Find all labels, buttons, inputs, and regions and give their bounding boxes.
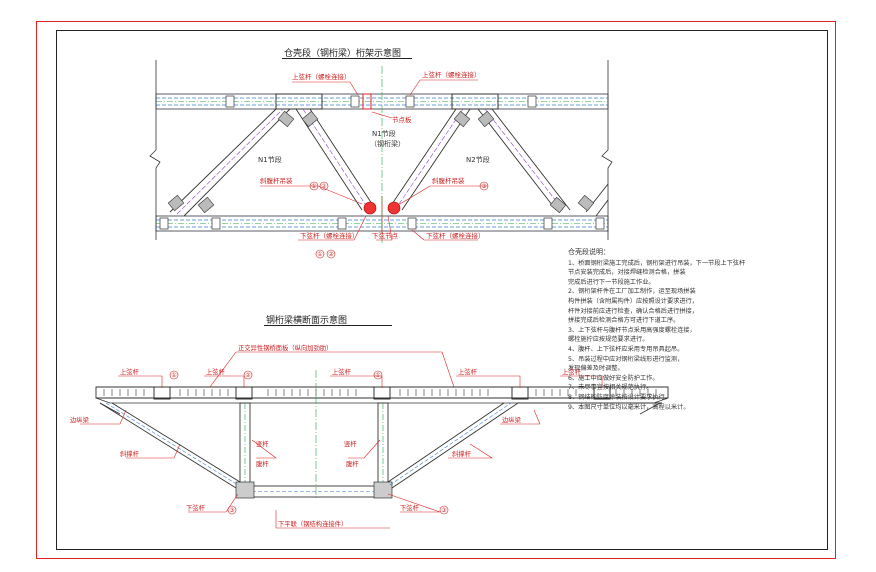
circle-ref-a: ①	[311, 183, 316, 190]
upper-bolt-groups	[225, 95, 537, 108]
upper-chord-left-label: 上弦杆（螺栓连接）	[292, 72, 351, 81]
note-line: 构件拼装（含附属构件）应按照设计要求进行，	[568, 297, 698, 305]
section-title: 钢桁梁横断面示意图	[266, 316, 348, 326]
lower-left-label: 下弦杆（螺栓连接）	[300, 231, 359, 240]
deck-callout-label: 正交异性钢桥面板（纵向加劲肋）	[238, 343, 332, 352]
center-panel-sub-label: （钢桁梁）	[370, 139, 405, 148]
lower-right-label: 下弦杆（螺栓连接）	[426, 231, 485, 240]
top-right-b-label: 上弦杆	[458, 367, 478, 376]
section-bottom-nodes	[235, 481, 393, 499]
inner-right-label: 腹杆	[346, 459, 359, 468]
top-left-b-label: 上弦杆	[206, 367, 226, 376]
diagonal-axes	[176, 108, 564, 215]
side-right-label: 边纵梁	[502, 415, 522, 424]
left-break-line	[149, 60, 161, 240]
gusset-nodes	[167, 110, 595, 214]
lower-bolt-groups	[159, 217, 605, 230]
note-line: 8、钢结构防腐涂装按设计要求执行。	[568, 393, 671, 401]
lower-mid-label: 下弦节点	[372, 231, 399, 240]
note-line: 发现偏差及时调整。	[568, 365, 624, 373]
web-left-label: 斜撑杆	[120, 449, 140, 458]
right-panel-label: N2节段	[466, 155, 490, 164]
note-line: 螺栓施拧应按规范要求进行。	[568, 336, 649, 344]
note-line: 1、桥面钢桁梁施工完成后，钢桁架进行吊装，下一节段上下弦杆	[568, 259, 746, 267]
panel-labels: N1节段 N1节段 （钢桁梁） N2节段	[258, 129, 490, 164]
upper-splice-marker	[362, 93, 372, 110]
note-line: 2、钢桁架杆件在工厂加工制作，运至现场拼装	[568, 288, 696, 296]
outer-border	[36, 21, 836, 559]
cross-section: 正交异性钢桥面板（纵向加劲肋） 上弦杆 上弦杆 上弦杆 上弦杆 上弦杆 边纵梁 …	[70, 343, 669, 529]
web-axes	[105, 402, 512, 486]
top-view-circles: ① ② ③ ① ②	[309, 181, 489, 259]
side-right-top-label: 上弦杆	[562, 367, 582, 376]
left-panel-label: N1节段	[258, 155, 282, 164]
section-circle-d: ③	[229, 507, 234, 514]
section-circles: ① ② ① ③ ③	[169, 370, 449, 515]
note-line: 节点安装完成后，对接焊缝检测合格，拼装	[568, 269, 686, 277]
note-line: 9、本图尺寸单位均以毫米计，高程以米计。	[568, 403, 690, 411]
section-leaders	[80, 351, 603, 529]
top-view-leaders	[260, 79, 488, 241]
deck-ribs	[103, 389, 657, 396]
note-line: 5、吊装过程中应对钢桁梁线形进行监测，	[568, 355, 684, 363]
inner-border	[56, 30, 828, 550]
note-line: 6、施工中应做好安全防护工作。	[568, 374, 659, 382]
top-view: 上弦杆（螺栓连接） 上弦杆（螺栓连接） 节点板 斜腹杆吊装 斜腹杆吊装 下弦杆（…	[149, 60, 613, 259]
section-circle-b: ②	[245, 372, 251, 379]
construction-notes: 仓壳段说明： 1、桥面钢桁梁施工完成后，钢桁架进行吊装，下一节段上下弦杆 节点安…	[568, 248, 830, 412]
top-view-labels: 上弦杆（螺栓连接） 上弦杆（螺栓连接） 节点板 斜腹杆吊装 斜腹杆吊装 下弦杆（…	[260, 70, 485, 240]
note-line: 7、未尽事宜按相关规范执行。	[568, 384, 653, 392]
inner-left-label: 腹杆	[256, 459, 269, 468]
small-joint-label: 节点板	[392, 115, 412, 124]
note-line: 拼接完成后检测合格方可进行下道工序。	[568, 317, 680, 325]
bottom-left-label: 下弦杆	[186, 503, 206, 512]
note-line: 完成后进行下一节段施工作业。	[568, 278, 655, 286]
section-title-underline	[264, 325, 392, 326]
bottom-right-label: 下弦杆	[400, 503, 420, 512]
circle-ref-b: ②	[321, 183, 327, 190]
diag-right-label: 斜腹杆吊装	[432, 176, 465, 185]
section-inclined-webs	[99, 402, 662, 489]
bottom-mid-label: 下平联（钢结构连接件）	[278, 519, 347, 528]
note-line: 杆件对接前应进行检查，确认合格后进行拼接，	[568, 307, 698, 315]
mid-left-label: 竖杆	[256, 439, 269, 448]
section-labels: 正交异性钢桥面板（纵向加劲肋） 上弦杆 上弦杆 上弦杆 上弦杆 上弦杆 边纵梁 …	[70, 343, 582, 528]
circle-ref-c: ③	[481, 183, 486, 190]
right-break-line	[601, 60, 613, 240]
circle-ref-e: ②	[328, 251, 334, 258]
web-right-label: 斜撑杆	[452, 449, 472, 458]
diag-left-label: 斜腹杆吊装	[260, 176, 293, 185]
section-circle-a: ①	[171, 372, 176, 379]
section-side-braces	[99, 402, 661, 415]
section-circle-e: ③	[441, 507, 446, 514]
center-panel-label: N1节段	[372, 129, 396, 138]
top-view-title-underline	[282, 58, 412, 59]
top-left-a-label: 上弦杆	[120, 367, 140, 376]
note-line: 3、上下弦杆与腹杆节点采用高强度螺栓连接，	[568, 326, 696, 334]
upper-joint-right	[451, 93, 499, 110]
circle-ref-d: ①	[317, 251, 322, 258]
upper-chord-right-label: 上弦杆（螺栓连接）	[422, 70, 481, 79]
top-right-a-label: 上弦杆	[332, 367, 352, 376]
note-line: 4、腹杆、上下弦杆应采用专用吊具起吊。	[568, 345, 684, 353]
upper-joint-left	[275, 93, 323, 110]
section-circle-c: ①	[375, 372, 380, 379]
top-view-title: 仓壳段（钢桁梁）桁架示意图	[284, 49, 402, 59]
mid-right-label: 竖杆	[344, 439, 357, 448]
side-left-label: 边纵梁	[70, 415, 90, 424]
truss-diagonals	[169, 108, 609, 217]
notes-title: 仓壳段说明：	[568, 248, 610, 256]
section-top-chords	[153, 386, 611, 400]
